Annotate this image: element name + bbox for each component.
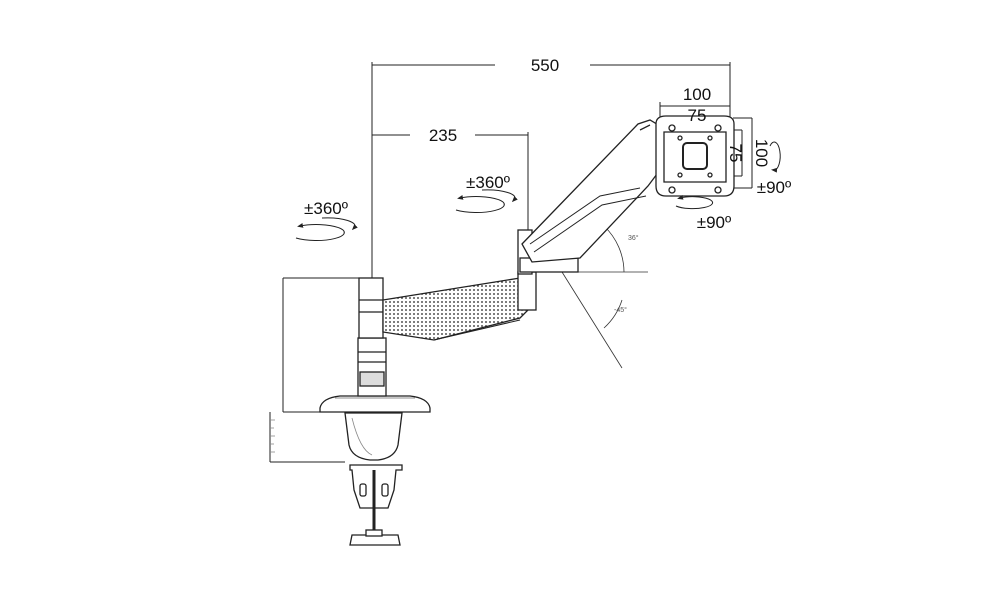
base-rotation-icon xyxy=(295,223,345,241)
vesa-inner-width-label: 75 xyxy=(688,106,707,125)
head-rotation-icon xyxy=(675,194,714,210)
vesa-inner-height-label: 75 xyxy=(726,144,745,163)
upper-arm xyxy=(521,119,661,263)
rotation-indicators xyxy=(295,141,781,241)
vesa-outer-width-label: 100 xyxy=(683,85,711,104)
head-tilt-icon xyxy=(769,141,781,173)
base-swivel-label: ±360º xyxy=(304,199,348,218)
lower-arm xyxy=(382,271,537,341)
vesa-outer-height-label: 100 xyxy=(752,139,771,167)
lower-arm-label: 235 xyxy=(429,126,457,145)
desk-clamp xyxy=(344,412,403,546)
head-rotate-label: ±90º xyxy=(697,213,731,232)
svg-text:36°: 36° xyxy=(628,234,639,242)
clamp-height-scale xyxy=(270,419,275,453)
elbow-rotation-icon xyxy=(455,195,505,213)
total-reach-label: 550 xyxy=(531,56,559,75)
labels: 550 235 100 75 100 75 ±360º ±360º ±90º ±… xyxy=(304,56,791,232)
svg-text:-45°: -45° xyxy=(614,306,627,314)
base-mount xyxy=(319,277,431,413)
elbow-swivel-label: ±360º xyxy=(466,173,510,192)
head-tilt-label: ±90º xyxy=(757,178,791,197)
vesa-plate xyxy=(655,115,735,197)
